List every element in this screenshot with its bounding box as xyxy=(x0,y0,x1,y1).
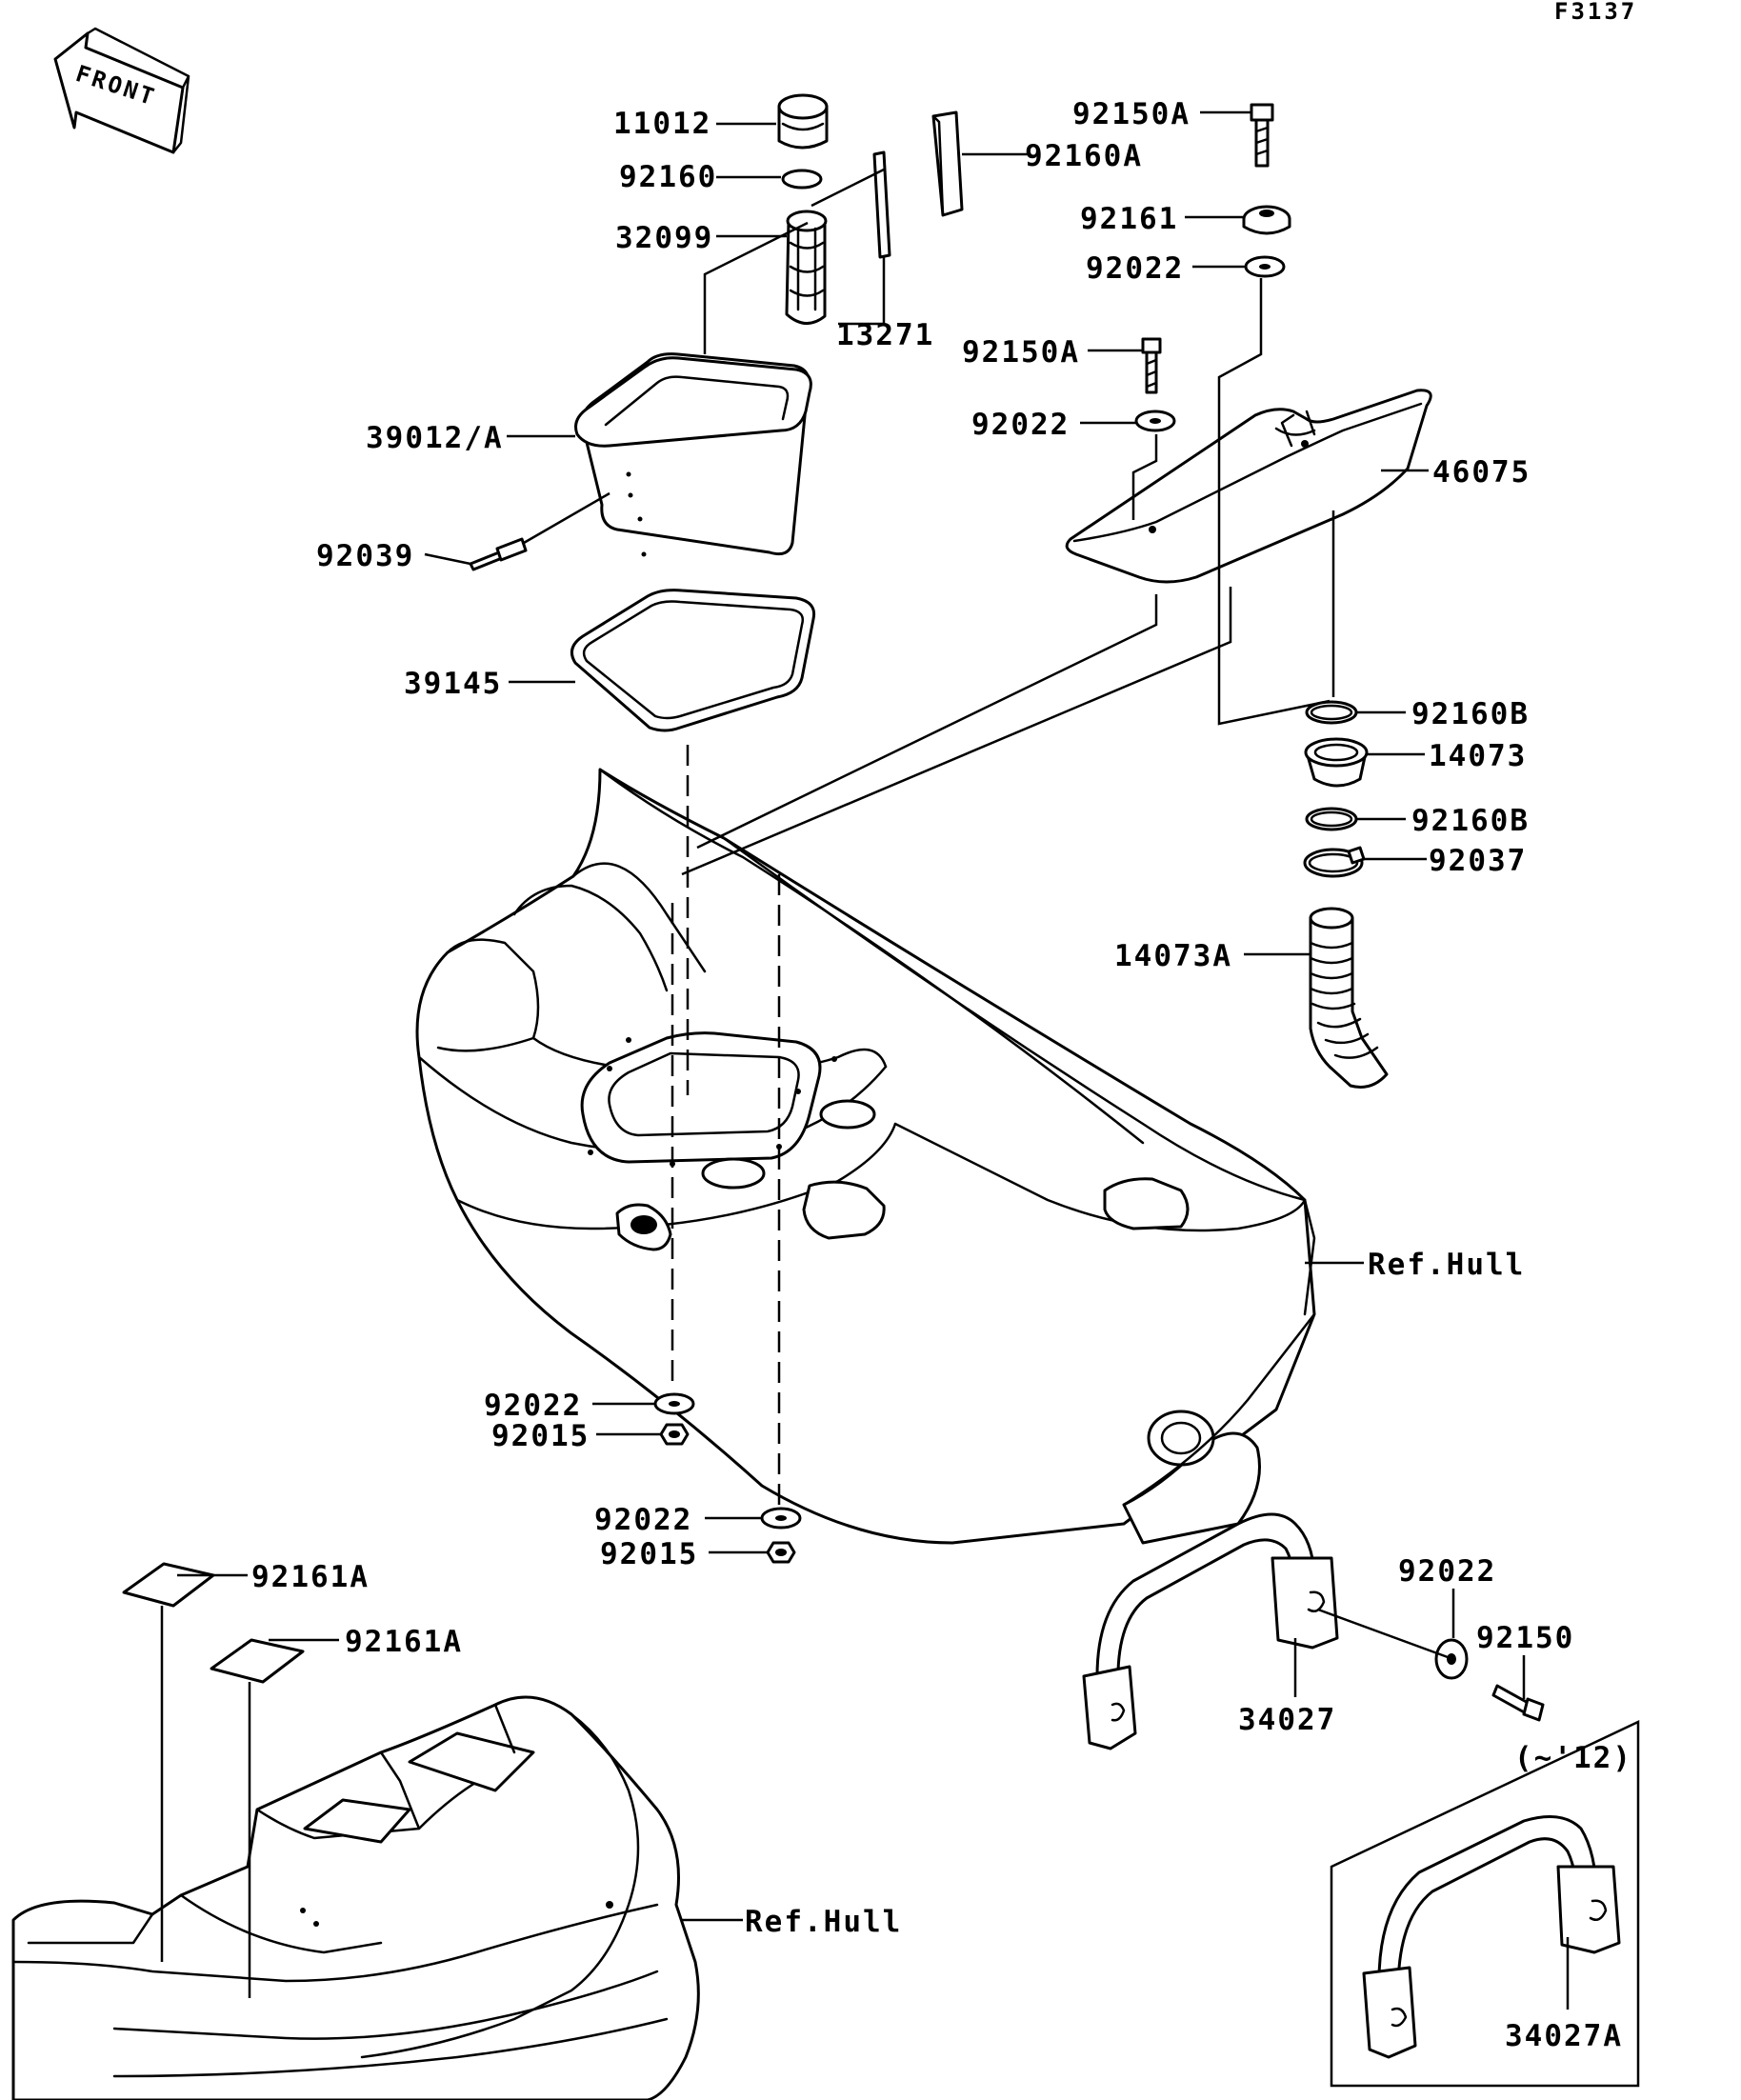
strap-13271-drawing xyxy=(810,150,891,259)
handle-34027-drawing xyxy=(1082,1512,1339,1750)
oring-92160-drawing xyxy=(781,169,823,190)
grab-handle-46075-drawing xyxy=(1065,389,1432,584)
decal-92160A-drawing xyxy=(931,110,964,217)
label-92150: 92150 xyxy=(1476,1621,1574,1655)
label-39145: 39145 xyxy=(404,667,502,701)
filler-neck-32099-drawing xyxy=(785,210,828,325)
label-92022-center: 92022 xyxy=(594,1503,692,1537)
label-34027: 34027 xyxy=(1238,1703,1336,1737)
vent-14073-drawing xyxy=(1304,737,1369,788)
gasket-39145-drawing xyxy=(570,589,816,732)
label-34027A: 34027A xyxy=(1505,2019,1623,2053)
label-92037: 92037 xyxy=(1429,844,1527,878)
label-39012A: 39012/A xyxy=(366,421,504,455)
washer-92022-center-drawing xyxy=(760,1507,802,1530)
label-92160B-bottom: 92160B xyxy=(1411,804,1530,838)
storage-bin-39012-drawing xyxy=(574,352,812,557)
label-92039: 92039 xyxy=(316,539,414,573)
front-arrow-icon: FRONT xyxy=(53,27,190,154)
vent-hose-14073A-drawing xyxy=(1309,907,1389,1089)
washer-92022-top-drawing xyxy=(1244,255,1286,278)
bolt-92150A-top-drawing xyxy=(1250,103,1274,168)
label-92161: 92161 xyxy=(1080,202,1178,236)
label-11012: 11012 xyxy=(613,107,711,141)
label-92160A: 92160A xyxy=(1025,139,1143,173)
label-14073A: 14073A xyxy=(1114,939,1232,973)
leader-lines xyxy=(160,110,1570,2010)
part-labels: 11012 92160 32099 13271 39012/A 92039 39… xyxy=(251,97,1632,2053)
washer-92022-left-drawing xyxy=(653,1392,695,1415)
oring-92160B-bottom-drawing xyxy=(1305,807,1358,831)
label-92022-top: 92022 xyxy=(1086,251,1184,286)
oring-92160B-top-drawing xyxy=(1305,700,1358,725)
washer-92022-right-drawing xyxy=(1434,1638,1469,1680)
bolt-92150A-mid-drawing xyxy=(1141,337,1162,394)
label-13271: 13271 xyxy=(836,318,934,352)
cap-11012-drawing xyxy=(777,93,829,150)
label-14073: 14073 xyxy=(1429,739,1527,773)
variant-box xyxy=(1330,1720,1640,2088)
decal-92161A-2-drawing xyxy=(210,1638,305,1684)
label-92161A-1: 92161A xyxy=(251,1560,370,1594)
label-92160B-top: 92160B xyxy=(1411,697,1530,731)
decal-92161A-1-drawing xyxy=(122,1562,215,1608)
label-92160: 92160 xyxy=(619,160,717,194)
hull-rear-drawing xyxy=(11,1695,700,2100)
diagram-id: F3137 xyxy=(1554,0,1637,25)
label-ref-hull-upper: Ref.Hull xyxy=(1368,1248,1525,1282)
label-92150A-top: 92150A xyxy=(1072,97,1191,131)
hull-main-drawing xyxy=(415,768,1316,1545)
label-92015-center: 92015 xyxy=(600,1537,698,1571)
label-ref-hull-lower: Ref.Hull xyxy=(745,1905,902,1939)
label-92161A-2: 92161A xyxy=(345,1625,463,1659)
label-92022-left: 92022 xyxy=(484,1389,582,1423)
label-32099: 32099 xyxy=(615,221,713,255)
label-46075: 46075 xyxy=(1432,455,1531,490)
nut-92015-center-drawing xyxy=(766,1541,796,1564)
grommet-92161-drawing xyxy=(1242,205,1291,235)
label-92022-mid: 92022 xyxy=(971,408,1070,442)
bolt-92150-drawing xyxy=(1491,1684,1545,1722)
clamp-92037-drawing xyxy=(1303,846,1366,878)
rivet-92039-drawing xyxy=(469,491,610,571)
label-92150A-mid: 92150A xyxy=(962,335,1080,370)
dashed-alignment-lines xyxy=(670,745,781,1505)
label-variant-note: (~'12) xyxy=(1514,1741,1632,1775)
washer-92022-mid-drawing xyxy=(1134,410,1176,432)
label-92022-right: 92022 xyxy=(1398,1554,1496,1589)
label-92015-left: 92015 xyxy=(491,1419,590,1453)
nut-92015-left-drawing xyxy=(659,1423,690,1446)
